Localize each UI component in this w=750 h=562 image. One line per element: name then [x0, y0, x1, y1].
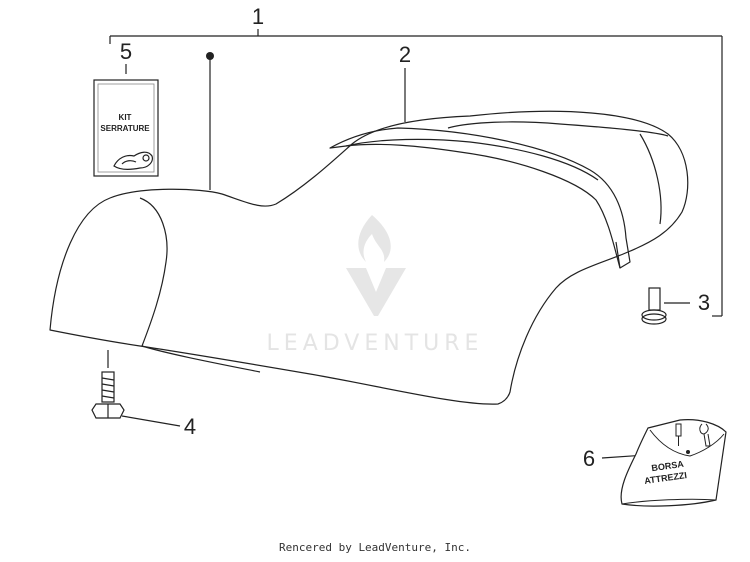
watermark-brand: LEADVENTURE: [267, 331, 484, 356]
lock-kit-bag-outline: [93, 79, 159, 177]
lock-kit-label-line2: SERRATURE: [100, 124, 150, 133]
screw-part[interactable]: [641, 287, 667, 325]
callout-3[interactable]: 3: [698, 290, 710, 315]
tool-bag-bottom-edge: [621, 498, 717, 505]
callout-5[interactable]: 5: [120, 39, 132, 64]
seat-strap-part[interactable]: [329, 127, 631, 269]
footer-credit: Rencered by LeadVenture, Inc.: [278, 541, 472, 554]
seat-rear-hump-edge-2: [639, 133, 662, 225]
seat-outline: [49, 110, 689, 405]
tool-bag-outline: [620, 419, 727, 507]
seat-strap-inner-edge: [345, 138, 599, 181]
keys-icon: [113, 151, 153, 170]
callout-1[interactable]: 1: [252, 4, 264, 29]
watermark-flame-icon: [346, 215, 406, 316]
callout-2[interactable]: 2: [399, 42, 411, 67]
lock-kit-part[interactable]: KIT SERRATURE: [93, 79, 159, 177]
lock-kit-bag-inner: [97, 83, 155, 173]
screw-shank: [648, 287, 661, 311]
screw-head-base: [641, 313, 667, 325]
seat-rear-hump-edge: [447, 121, 669, 137]
seat-front-panel-edge: [139, 197, 168, 347]
bolt-threads: [101, 377, 115, 399]
seat-strap-tail: [615, 241, 621, 269]
seat-side-edge: [141, 345, 261, 373]
tool-bag-snap: [686, 450, 690, 454]
tool-bag-part[interactable]: BORSA ATTREZZI: [620, 419, 727, 507]
bolt-head: [91, 403, 125, 419]
screwdriver-icon: [675, 423, 682, 446]
callout-1-dot: [206, 52, 214, 60]
bolt-part[interactable]: [91, 350, 125, 419]
callout-6[interactable]: 6: [583, 446, 595, 471]
seat-part[interactable]: [49, 110, 689, 405]
bolt-shank: [101, 371, 115, 403]
tool-bag-flap: [649, 429, 725, 457]
seat-strap-outline: [329, 127, 631, 269]
wrench-icon: [699, 423, 711, 447]
callout-4-leader: [121, 415, 181, 427]
screw-head: [641, 309, 667, 321]
callout-4[interactable]: 4: [184, 414, 196, 439]
lock-kit-label-line1: KIT: [119, 113, 132, 122]
watermark: LEADVENTURE: [267, 215, 484, 356]
tool-bag-label-line1: BORSA: [651, 459, 685, 473]
